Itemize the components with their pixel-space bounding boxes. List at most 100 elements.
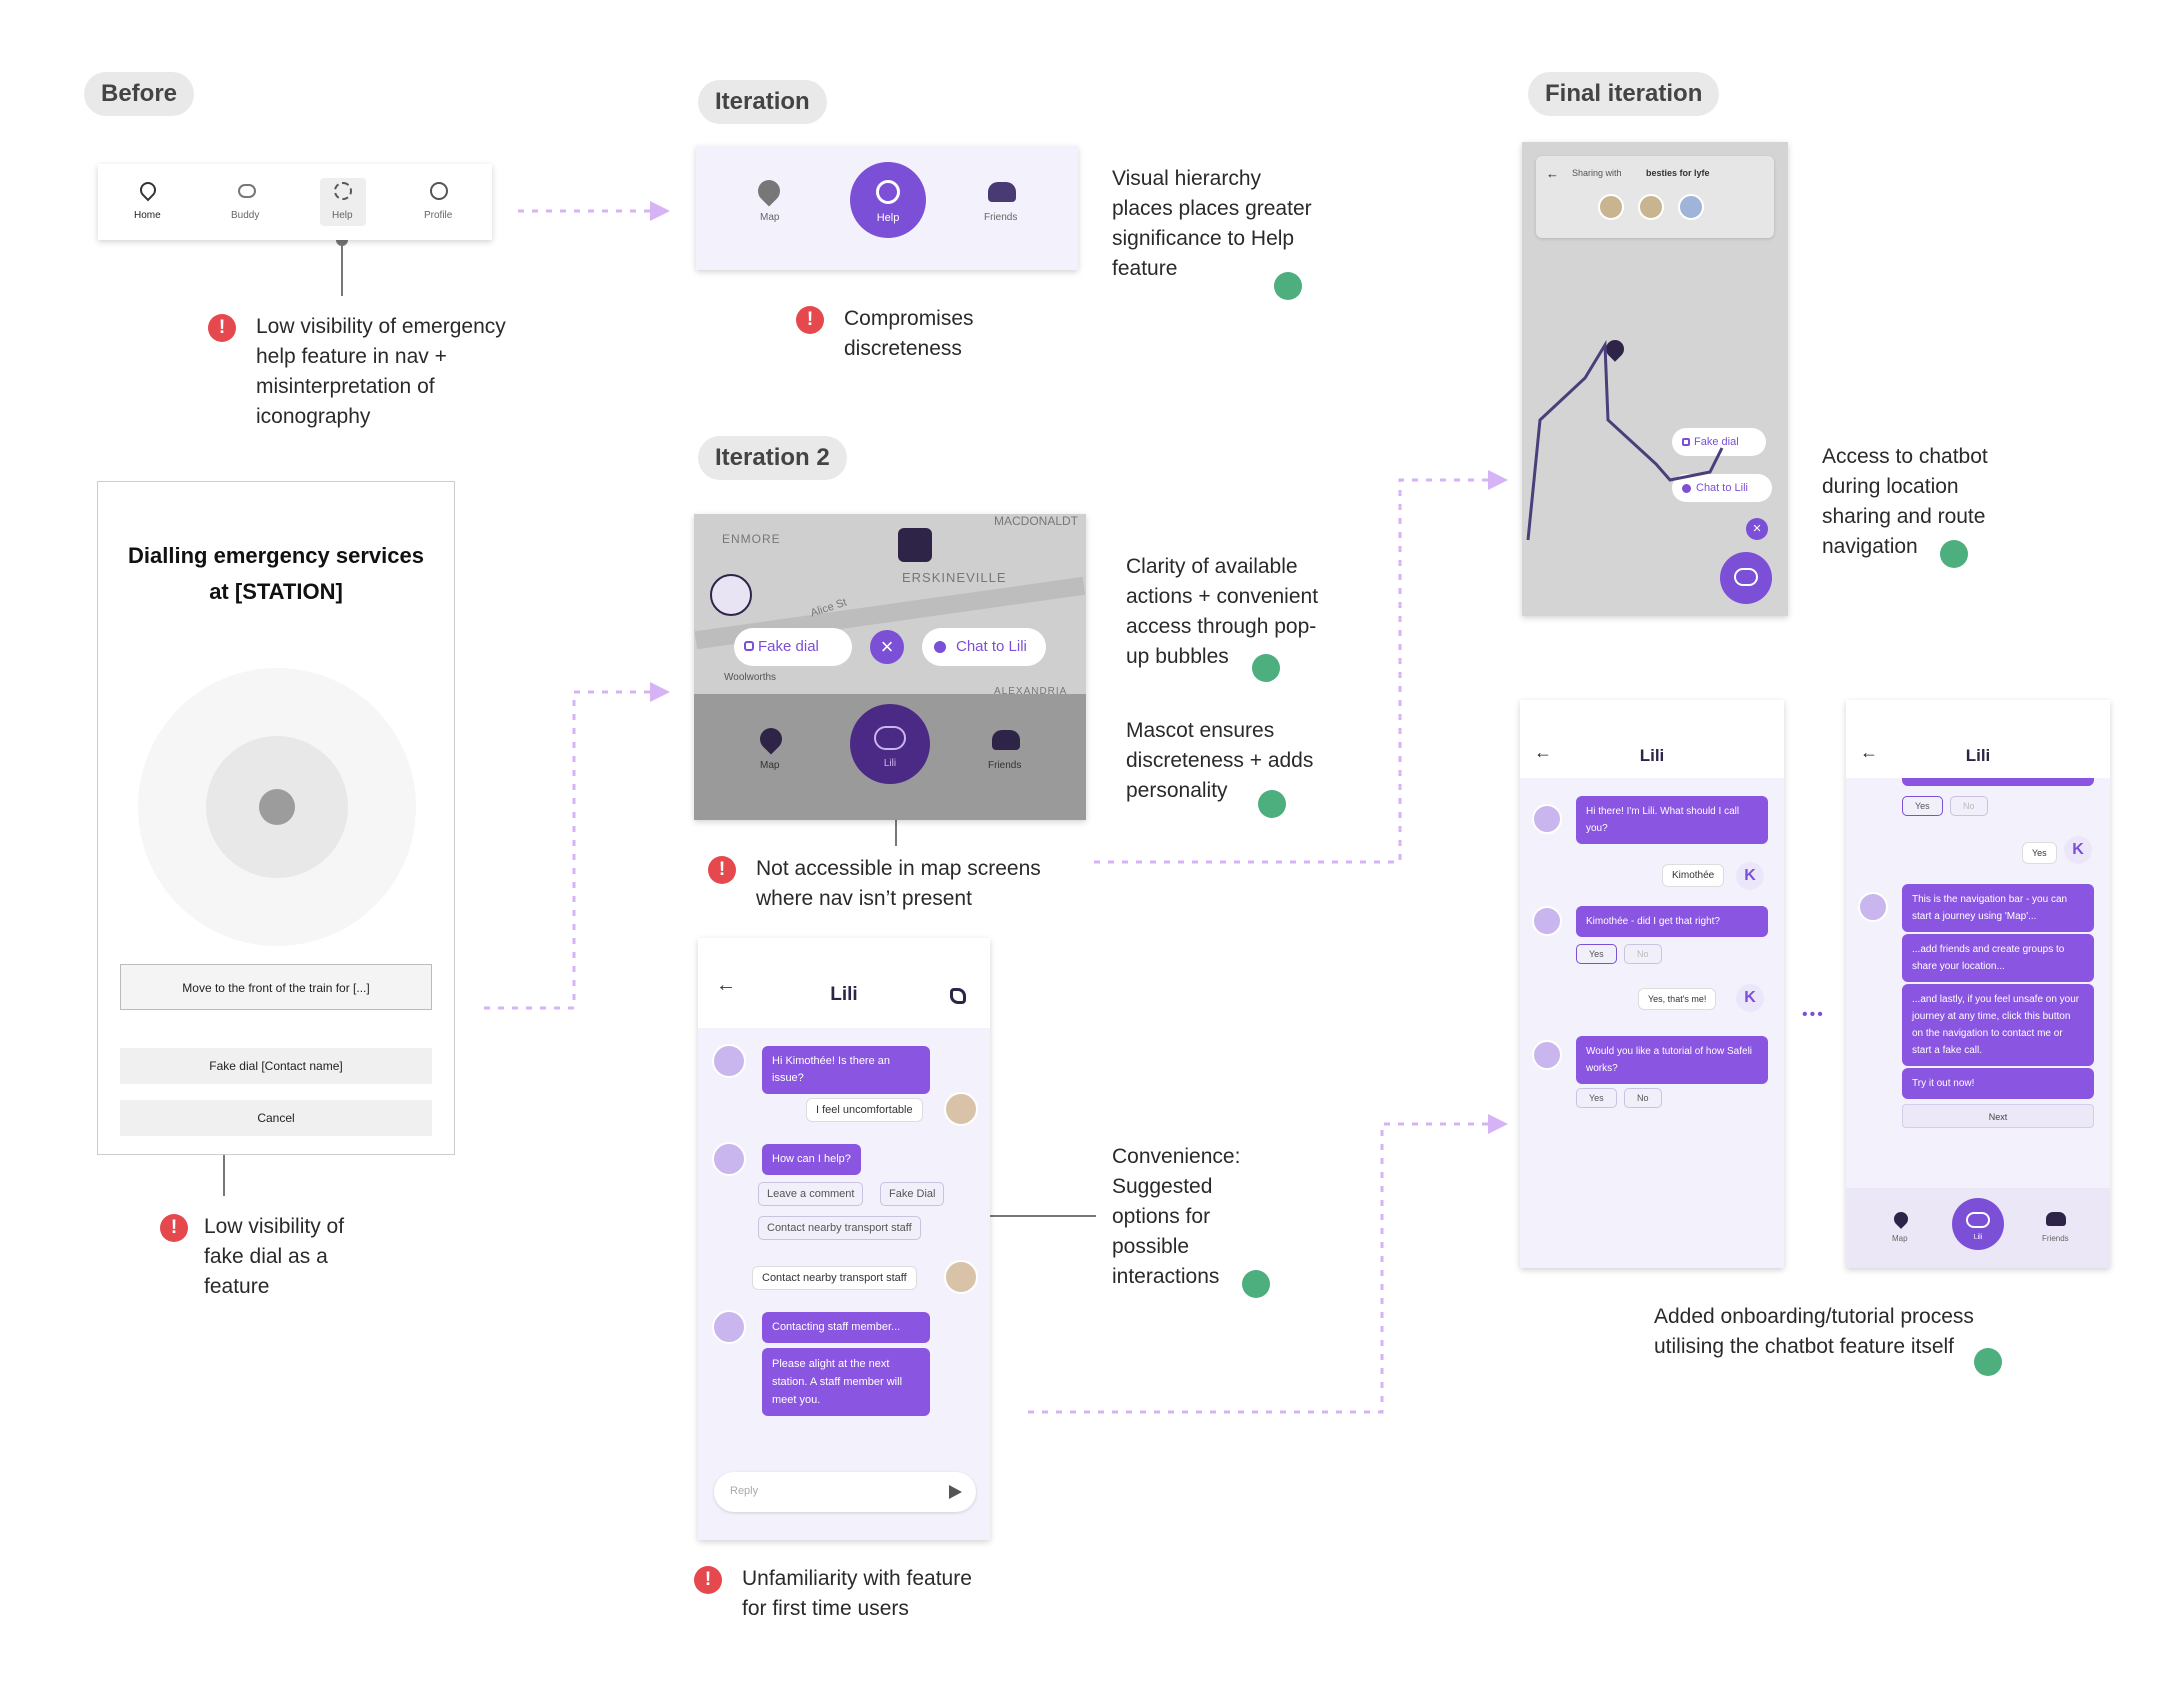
ellipsis: •••	[1802, 1006, 1825, 1023]
map-pin-icon	[1891, 1209, 1911, 1229]
user-avatar	[944, 1260, 978, 1294]
iteration-nav: Map Help Friends	[696, 146, 1078, 270]
dial-title: Dialling emergency services at [STATION]	[128, 543, 424, 604]
lili-avatar	[712, 1044, 746, 1078]
option-contact-staff[interactable]: Contact nearby transport staff	[758, 1216, 921, 1240]
help-button[interactable]: Help	[850, 162, 926, 238]
user-message: Yes	[2022, 842, 2057, 864]
lili-avatar	[712, 1310, 746, 1344]
friends-icon	[988, 182, 1016, 202]
nav-friends[interactable]: Friends	[988, 760, 1022, 771]
chat-header: ← Lili	[1846, 700, 2110, 778]
user-message: I feel uncomfortable	[806, 1098, 923, 1122]
mascot-pin-icon	[898, 528, 932, 562]
check-icon	[1258, 790, 1286, 818]
map-label-erskine: ERSKINEVILLE	[902, 570, 1007, 585]
back-arrow-icon[interactable]: ←	[1860, 742, 1878, 762]
lili-button[interactable]: Lili	[1952, 1198, 2004, 1250]
chat-message: Hi Kimothée! Is there an issue?	[762, 1046, 930, 1094]
sharing-header: ← Sharing with besties for lyfe	[1536, 156, 1774, 238]
check-icon	[1274, 272, 1302, 300]
user-k-avatar: K	[2064, 836, 2092, 864]
fake-dial-button[interactable]: Fake dial [Contact name]	[120, 1048, 432, 1084]
friends-icon	[2046, 1212, 2066, 1226]
koala-icon	[1734, 568, 1758, 586]
user-k-avatar: K	[1736, 984, 1764, 1012]
before-issue1: Low visibility of emergency help feature…	[256, 315, 506, 428]
move-button[interactable]: Move to the front of the train for [...]	[120, 964, 432, 1010]
back-arrow-icon[interactable]: ←	[1534, 742, 1552, 762]
option-leave-comment[interactable]: Leave a comment	[758, 1182, 864, 1206]
lili-fab[interactable]	[1720, 552, 1772, 604]
no-option[interactable]: No	[1624, 1088, 1662, 1108]
cancel-button[interactable]: Cancel	[120, 1100, 432, 1136]
onboard-screen-1: ← Lili Hi there! I'm Lili. What should I…	[1520, 700, 1784, 1268]
nav-help[interactable]: Help	[332, 210, 353, 221]
onboard-nav-bar: Map Lili Friends	[1846, 1188, 2110, 1268]
chat-message: Would you like a tutorial of how Safeli …	[1576, 1036, 1768, 1084]
chat-message: Please alight at the next station. A sta…	[762, 1348, 930, 1416]
nav-map[interactable]: Map	[760, 760, 780, 771]
map-label-enmore: ENMORE	[722, 532, 781, 546]
error-icon: !	[694, 1566, 722, 1594]
chat-header: ← Lili	[1520, 700, 1784, 778]
chat-bubble[interactable]: Chat to Lili	[922, 628, 1046, 666]
fake-dial-label: Fake dial	[758, 638, 819, 655]
nav-profile[interactable]: Profile	[424, 210, 453, 221]
back-arrow-icon[interactable]: ←	[716, 974, 736, 996]
help-icon	[334, 182, 352, 200]
no-option[interactable]: No	[1624, 944, 1662, 964]
nav-home[interactable]: Home	[134, 210, 161, 221]
lili-avatar	[1532, 804, 1562, 834]
send-icon[interactable]	[949, 1485, 962, 1499]
chat-label: Chat to Lili	[956, 638, 1027, 655]
onboard-note: Added onboarding/tutorial process utilis…	[1654, 1305, 1974, 1358]
phone-icon[interactable]	[950, 988, 966, 1004]
lili-avatar	[712, 1142, 746, 1176]
yes-option[interactable]: Yes	[1576, 944, 1617, 964]
buddy-icon	[238, 184, 256, 198]
iteration-issue: Compromises discreteness	[844, 307, 974, 360]
chat-title: Lili	[1639, 746, 1665, 765]
yes-option[interactable]: Yes	[1902, 796, 1943, 816]
section-final: Final iteration	[1528, 72, 1720, 116]
chat-screen: ← Lili Hi Kimothée! Is there an issue? I…	[698, 938, 990, 1540]
koala-icon	[874, 726, 906, 750]
chat-bubble[interactable]: Chat to Lili	[1672, 474, 1772, 502]
chat-label: Chat to Lili	[1696, 482, 1748, 494]
map-label-woolworths: Woolworths	[724, 672, 777, 683]
friend-avatar	[1638, 194, 1664, 220]
close-icon[interactable]: ×	[870, 630, 904, 664]
chat-message: Contacting staff member...	[762, 1312, 930, 1343]
iteration-note: Visual hierarchy places places greater s…	[1112, 167, 1312, 280]
check-icon	[1252, 654, 1280, 682]
chat-message: ...add friends and create groups to shar…	[1902, 934, 2094, 982]
check-icon	[1940, 540, 1968, 568]
option-fake-dial[interactable]: Fake Dial	[880, 1182, 945, 1206]
nav-map[interactable]: Map	[1892, 1234, 1908, 1243]
lili-avatar	[1532, 906, 1562, 936]
error-icon: !	[208, 314, 236, 342]
back-arrow-icon[interactable]: ←	[1546, 166, 1559, 181]
check-icon	[1242, 1270, 1270, 1298]
user-message: Contact nearby transport staff	[752, 1266, 917, 1290]
chat-title: Lili	[830, 984, 858, 1005]
chat-note: Convenience: Suggested options for possi…	[1112, 1145, 1241, 1288]
error-icon: !	[160, 1214, 188, 1242]
lili-button[interactable]: Lili	[850, 704, 930, 784]
yes-option[interactable]: Yes	[1576, 1088, 1617, 1108]
no-option[interactable]: No	[1950, 796, 1988, 816]
next-button[interactable]: Next	[1902, 1104, 2094, 1128]
report-icon[interactable]	[710, 574, 752, 616]
reply-input[interactable]: Reply	[714, 1472, 976, 1512]
nav-friends[interactable]: Friends	[984, 212, 1018, 223]
nav-friends[interactable]: Friends	[2042, 1234, 2069, 1243]
final-note: Access to chatbot during location sharin…	[1822, 445, 1988, 558]
nav-map[interactable]: Map	[760, 212, 780, 223]
fake-dial-bubble[interactable]: Fake dial	[734, 628, 852, 666]
map-nav-bar: Map Lili Friends	[694, 694, 1086, 820]
nav-buddy[interactable]: Buddy	[231, 210, 260, 221]
chat-message: Try it out now!	[1902, 1068, 2094, 1099]
close-icon[interactable]: ×	[1746, 518, 1768, 540]
